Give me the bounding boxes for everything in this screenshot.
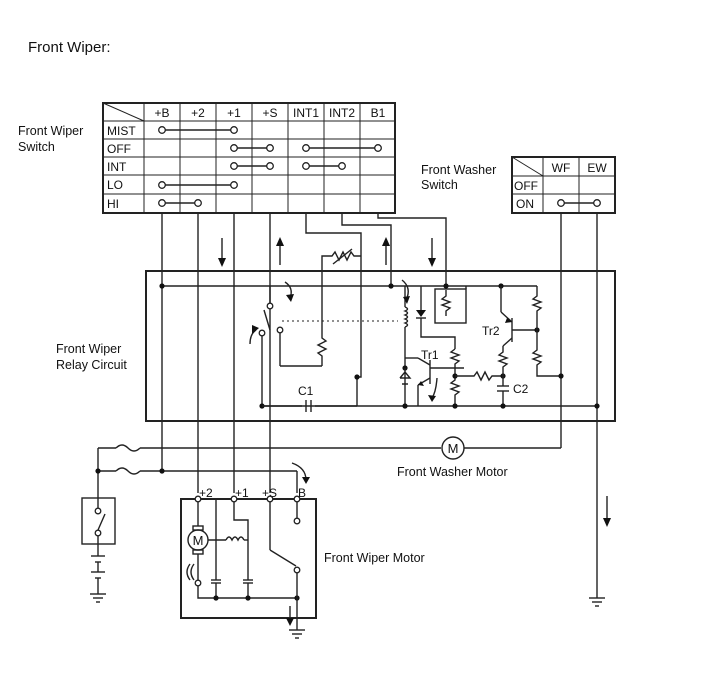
wiper-col-s: +S bbox=[262, 106, 277, 120]
wiper-row-off: OFF bbox=[107, 142, 131, 156]
washer-row-off: OFF bbox=[514, 179, 538, 193]
current-arrows bbox=[218, 237, 611, 527]
wiper-col-int1: INT1 bbox=[293, 106, 319, 120]
wiper-motor-symbol: M bbox=[193, 533, 204, 548]
washer-col-ew: EW bbox=[587, 161, 607, 175]
front-washer-motor: M Front Washer Motor bbox=[397, 436, 605, 607]
washer-col-wf: WF bbox=[552, 161, 571, 175]
washer-switch-label-line1: Front Washer bbox=[421, 163, 496, 177]
motor-term-2: +2 bbox=[199, 486, 213, 500]
front-washer-switch: Front Washer Switch WF EW OFF ON bbox=[421, 156, 616, 214]
front-wiper-relay: Front Wiper Relay Circuit bbox=[56, 248, 616, 422]
motor-term-b: B bbox=[298, 486, 306, 500]
tr1-label: Tr1 bbox=[421, 348, 439, 362]
relay-label-line2: Relay Circuit bbox=[56, 358, 127, 372]
wiper-col-1: +1 bbox=[227, 106, 241, 120]
wiper-row-hi: HI bbox=[107, 197, 119, 211]
front-wiper-switch: Front Wiper Switch +B +2 +1 +S INT1 INT2… bbox=[18, 102, 396, 214]
motor-term-s: +S bbox=[262, 486, 277, 500]
power-feed bbox=[81, 444, 441, 603]
page-title: Front Wiper: bbox=[28, 39, 111, 56]
c2-label: C2 bbox=[513, 382, 529, 396]
washer-row-on: ON bbox=[516, 197, 534, 211]
wiper-row-lo: LO bbox=[107, 178, 123, 192]
front-wiper-motor: +2 +1 +S B M bbox=[180, 486, 425, 639]
wiper-switch-label-line2: Switch bbox=[18, 140, 55, 154]
wiper-switch-contacts bbox=[158, 126, 382, 207]
wiper-col-int2: INT2 bbox=[329, 106, 355, 120]
wiper-col-2: +2 bbox=[191, 106, 205, 120]
wiper-col-b: +B bbox=[154, 106, 169, 120]
tr2-label: Tr2 bbox=[482, 324, 500, 338]
motor-term-1: +1 bbox=[235, 486, 249, 500]
washer-motor-symbol: M bbox=[448, 441, 459, 456]
wiper-col-b1: B1 bbox=[371, 106, 386, 120]
washer-switch-label-line2: Switch bbox=[421, 178, 458, 192]
c1-label: C1 bbox=[298, 384, 314, 398]
relay-label-line1: Front Wiper bbox=[56, 342, 121, 356]
wiper-switch-label-line1: Front Wiper bbox=[18, 124, 83, 138]
wiper-row-mist: MIST bbox=[107, 124, 136, 138]
wiper-row-int: INT bbox=[107, 160, 127, 174]
washer-motor-label: Front Washer Motor bbox=[397, 465, 508, 479]
wiper-motor-label: Front Wiper Motor bbox=[324, 551, 425, 565]
